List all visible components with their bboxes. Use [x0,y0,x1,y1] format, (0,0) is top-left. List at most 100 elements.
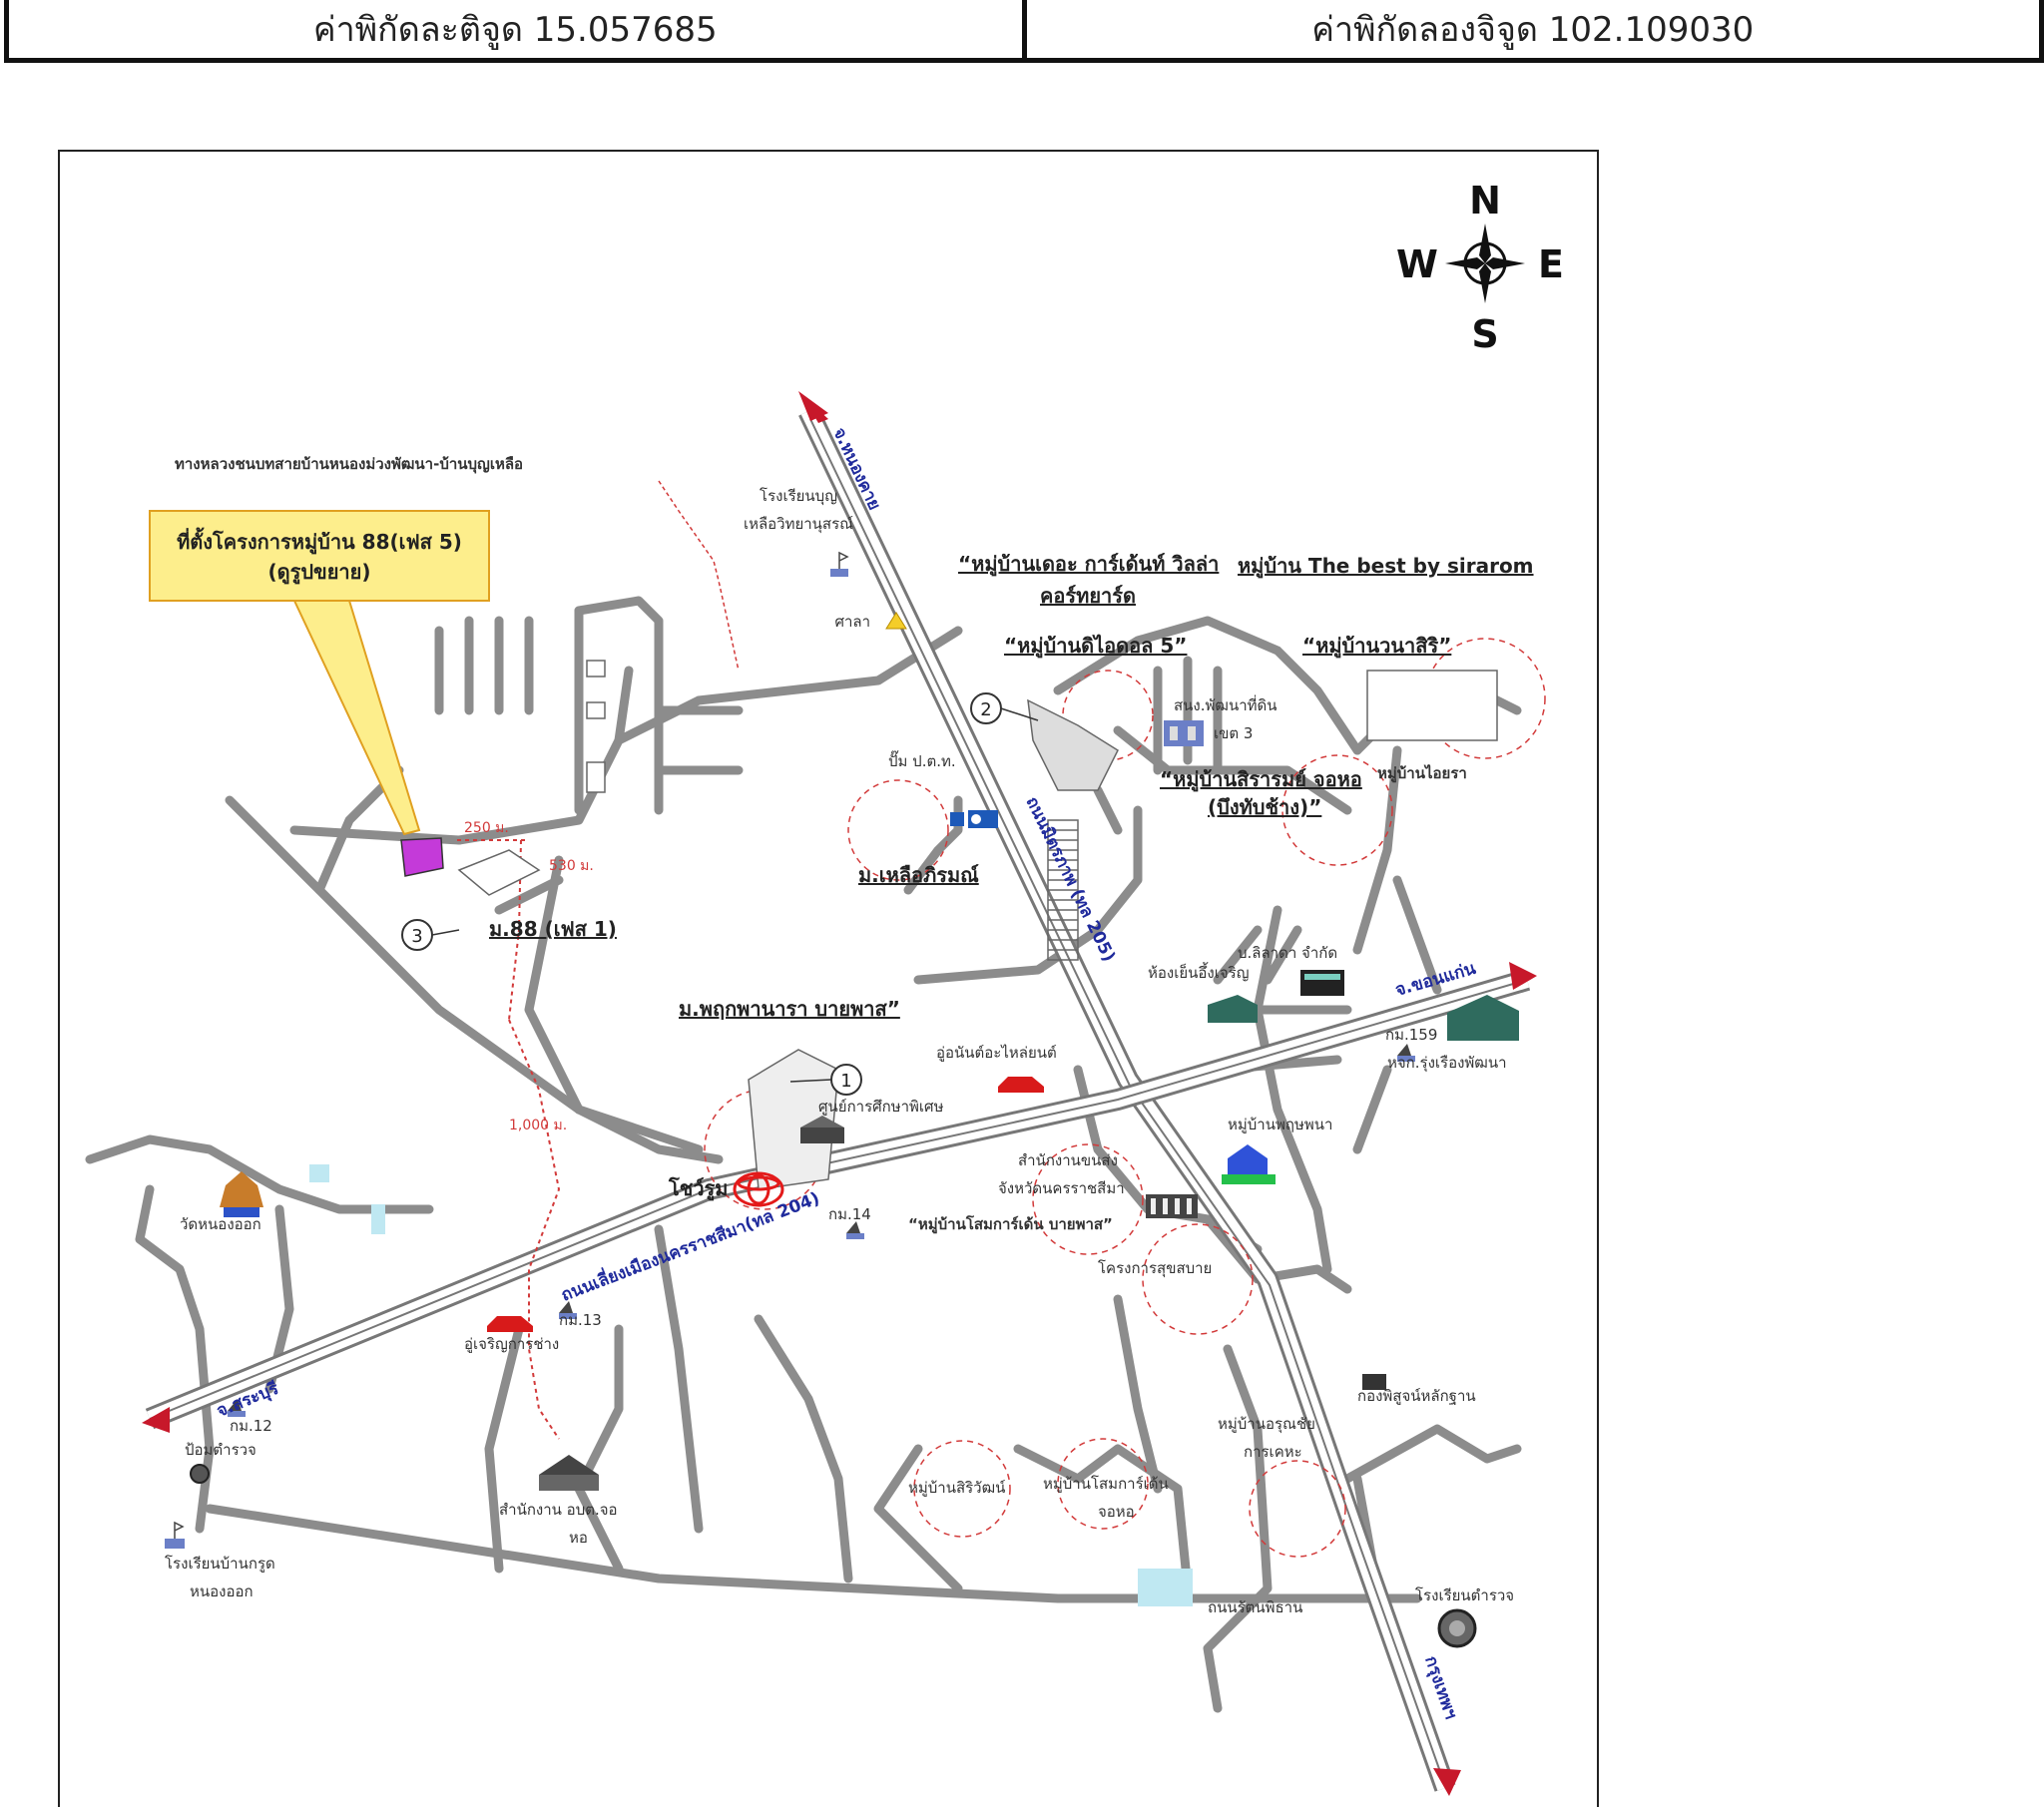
label-sala: ศาลา [834,613,870,631]
label-land-office-1: สนง.พัฒนาที่ดิน [1174,694,1278,714]
label-rungruang: หจก.รุ่งเรืองพัฒนา [1387,1054,1507,1073]
label-somkan-choho-2: จอหอ [1098,1503,1135,1521]
school-icon [1397,1044,1415,1062]
rural-road-pointer [658,480,740,672]
label-sirarom-1: “หมู่บ้านสิรารมย์ จอหอ [1160,767,1362,793]
map-canvas: ที่ตั้งโครงการหมู่บ้าน 88(เฟส 5) (ดูรูปข… [85,179,1564,1796]
label-sirarom-2: (บึงทับช้าง)” [1208,795,1321,819]
label-sukhumai: โครงการสุขสบาย [1098,1259,1212,1278]
label-somkan-choho-1: หมู่บ้านโสมการ์เด้น [1043,1475,1169,1493]
compass-w: W [1396,242,1438,286]
highway-205 [798,406,1456,1792]
label-cold-shop: ห้องเย็นอึ้งเจริญ [1148,962,1249,982]
compass-n: N [1469,179,1501,223]
label-school-boon-1: โรงเรียนบุญ [760,487,837,506]
government-building-icon [539,1455,599,1491]
police-icon [190,1464,210,1484]
label-dist-250: 250 ม. [464,820,509,836]
latitude-cell: ค่าพิกัดละติจูด 15.057685 [312,10,718,50]
callout-line2: (ดูรูปขยาย) [267,560,370,586]
label-police-box: ป้อมตำรวจ [185,1441,256,1459]
label-the-best: หมู่บ้าน The best by sirarom [1238,554,1534,580]
marker-1: 1 [840,1071,851,1092]
label-phruksa-village: หมู่บ้านพฤษพนา [1228,1116,1332,1133]
label-school-boon-2: เหลือวิทยานุสรณ์ [744,515,853,534]
numbered-markers: 2 3 1 [401,692,1039,1096]
gas-pump-icon [950,810,998,828]
compass-s: S [1471,312,1498,356]
distance-lines [457,839,561,1440]
compass-e: E [1538,242,1564,286]
police-icon [1437,1608,1477,1648]
label-garden-villa-1: “หมู่บ้านเดอะ การ์เด้นท์ วิลล่า [958,552,1219,578]
arrow-to-saraburi-icon [142,1407,170,1433]
arrow-to-nongkhai-icon [798,391,828,421]
label-transport-1: สำนักงานขนส่ง [1018,1151,1118,1169]
label-km12: กม.12 [230,1417,272,1435]
label-transport-2: จังหวัดนครราชสีมา [998,1179,1125,1197]
village-blocks [457,670,1498,1190]
marker-3: 3 [411,926,422,947]
highway-204 [145,969,1531,1430]
callout-line1: ที่ตั้งโครงการหมู่บ้าน 88(เฟส 5) [177,527,462,556]
label-showroom: โชว์รูม [668,1176,728,1202]
label-dist-1000: 1,000 ม. [509,1118,567,1133]
label-dist-530: 530 ม. [549,858,594,874]
label-ptt: ปั๊ม ป.ต.ท. [888,750,956,770]
label-land-office-2: เขต 3 [1214,724,1253,742]
label-km159: กม.159 [1385,1026,1437,1044]
car-icon [998,1077,1044,1093]
label-arun-1: หมู่บ้านอรุณชัย [1218,1415,1315,1434]
label-km14: กม.14 [828,1205,871,1223]
label-aiyara: หมู่บ้านไอยรา [1377,763,1467,783]
label-m88: ม.88 (เฟส 1) [489,917,617,941]
label-car-garage: อู่อนันต์อะไหล่ยนต์ [936,1044,1057,1062]
compass-rose-icon: N S W E [1396,179,1564,356]
warning-triangle-icon [885,612,907,630]
label-wat-nong: วัดหนองออก [180,1215,261,1233]
label-wanasiri: “หมู่บ้านวนาสิริ” [1302,634,1451,660]
school-icon [830,551,849,577]
warehouse-icon [1208,995,1258,1023]
map-labels: ทางหลวงชนบทสายบ้านหนองม่วงพัฒนา-บ้านบุญเ… [165,455,1534,1616]
label-garden-villa-2: คอร์ทยาร์ด [1040,584,1136,608]
label-phrukpana: ม.พฤกพานารา บายพาส” [679,997,900,1021]
map-icons [165,551,1519,1648]
marker-2: 2 [980,699,991,720]
government-building-icon [1164,720,1204,746]
factory-icon [1362,1374,1386,1390]
car-icon [487,1316,533,1332]
factory-icon [1300,970,1344,996]
toyota-logo-icon [733,1171,784,1207]
house-icon [1222,1144,1276,1184]
label-orb-1: สำนักงาน อบต.จอ [499,1501,618,1519]
location-map: ที่ตั้งโครงการหมู่บ้าน 88(เฟส 5) (ดูรูปข… [58,150,1599,1807]
label-school-krut-1: โรงเรียนบ้านกรูด [165,1555,275,1573]
school-icon [800,1116,844,1143]
warehouse-icon [1447,995,1519,1041]
label-police-school: โรงเรียนตำรวจ [1415,1586,1514,1604]
ladder-blocks [586,660,1079,961]
water-bodies [309,1164,1193,1606]
government-building-icon [1146,1194,1198,1218]
label-sirivat: หมู่บ้านสิริวัฒน์ [908,1479,1006,1497]
label-somkan-bypass: “หมู่บ้านโสมการ์เด้น บายพาส” [908,1214,1113,1234]
direction-arrows [142,391,1537,1796]
label-rural-road: ทางหลวงชนบทสายบ้านหนองม่วงพัฒนา-บ้านบุญเ… [175,455,523,474]
label-special-edu: ศูนย์การศึกษาพิเศษ [818,1098,944,1116]
school-icon [559,1301,577,1319]
arrow-to-khonkaen-icon [1509,962,1537,990]
project-callout: ที่ตั้งโครงการหมู่บ้าน 88(เฟส 5) (ดูรูปข… [149,510,490,836]
label-rattanaphithan: ถนนรัตนพิธาน [1208,1598,1302,1616]
label-u-charoen: อู่เจริญการช่าง [464,1335,559,1353]
label-arun-2: การเคหะ [1244,1443,1302,1461]
project-site-marker[interactable] [400,837,444,877]
temple-icon [220,1171,263,1217]
label-b-lada: บ.ลิลาดา จำกัด [1238,944,1337,962]
label-orb-2: หอ [569,1529,588,1547]
arrow-to-bangkok-icon [1433,1768,1461,1796]
school-icon [846,1221,864,1239]
longitude-cell: ค่าพิกัดลองจิจูด 102.109030 [1021,0,2040,58]
label-ideal5: “หมู่บ้านดิไอดอล 5” [1004,634,1187,660]
label-forensic: กองพิสูจน์หลักฐาน [1357,1387,1476,1405]
